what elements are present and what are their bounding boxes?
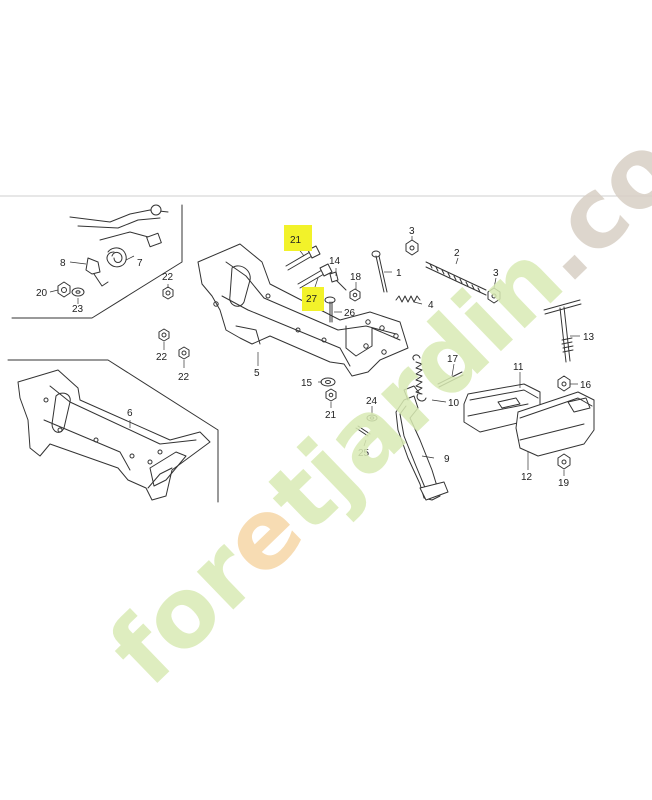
callout-labels: 1 2 3 3 4 5 6 7 8 9 10 11 12 13 14 15 16…	[36, 226, 595, 489]
callout-10: 10	[448, 398, 460, 409]
callout-6: 6	[127, 408, 133, 419]
callout-26: 26	[344, 308, 356, 319]
kickstand-9	[395, 385, 449, 501]
svg-text:foretjardin.com: foretjardin.com	[88, 42, 652, 706]
highlight-21	[284, 225, 312, 251]
watermark-text-mid: tjardin	[247, 222, 584, 553]
nut-18	[349, 288, 361, 302]
bolt-14	[329, 271, 347, 291]
callout-22-b: 22	[156, 352, 168, 363]
callout-16: 16	[580, 380, 592, 391]
nut-3a	[405, 239, 419, 256]
callout-24: 24	[366, 396, 378, 407]
callout-22-c: 22	[178, 372, 190, 383]
callout-21-top: 21	[290, 235, 302, 246]
callout-27: 27	[306, 294, 318, 305]
stand-13	[543, 299, 582, 363]
callout-18: 18	[350, 272, 362, 283]
spring-4	[395, 295, 421, 303]
callout-9: 9	[444, 454, 450, 465]
watermark: foretjardin.com	[88, 42, 652, 706]
callout-2: 2	[454, 248, 460, 259]
spring-10	[412, 354, 427, 402]
callout-3-right: 3	[493, 268, 499, 279]
nut-20	[57, 281, 71, 298]
callout-14: 14	[329, 256, 341, 267]
callout-12: 12	[521, 472, 533, 483]
cotter-pin-25	[355, 425, 371, 437]
callout-17: 17	[447, 354, 459, 365]
callout-7: 7	[137, 258, 143, 269]
nut-21b	[325, 388, 337, 402]
callout-5: 5	[254, 368, 260, 379]
callout-19: 19	[558, 478, 570, 489]
inset-border-lower	[7, 359, 219, 503]
pin-17	[437, 371, 464, 388]
callout-23: 23	[72, 304, 84, 315]
bolt-27	[297, 263, 333, 289]
washer-24	[366, 414, 378, 422]
nut-19	[557, 453, 571, 470]
callout-20: 20	[36, 288, 48, 299]
callout-11: 11	[513, 362, 524, 373]
nut-22b	[158, 328, 170, 342]
washer-23	[71, 287, 85, 297]
cable-assembly	[69, 204, 169, 287]
nut-22c	[178, 346, 190, 360]
pin-1	[371, 250, 388, 293]
inset-border-upper	[11, 204, 183, 319]
callout-21-lower: 21	[325, 410, 337, 421]
callout-13: 13	[583, 332, 595, 343]
footrest-frame-6	[17, 369, 211, 501]
weight-12	[515, 391, 595, 457]
nut-16	[557, 375, 571, 392]
washer-15	[320, 377, 336, 387]
callout-4: 4	[428, 300, 434, 311]
bolt-26	[324, 296, 336, 323]
callout-8: 8	[60, 258, 66, 269]
highlight-27	[302, 287, 324, 311]
callout-25: 25	[358, 448, 370, 459]
callout-3-left: 3	[409, 226, 415, 237]
callout-1: 1	[396, 268, 402, 279]
callout-22-a: 22	[162, 272, 174, 283]
bolt-21	[285, 245, 321, 271]
rod-2	[425, 261, 487, 296]
callout-15: 15	[301, 378, 313, 389]
leader-lines	[49, 236, 580, 476]
nut-22a	[162, 286, 174, 300]
